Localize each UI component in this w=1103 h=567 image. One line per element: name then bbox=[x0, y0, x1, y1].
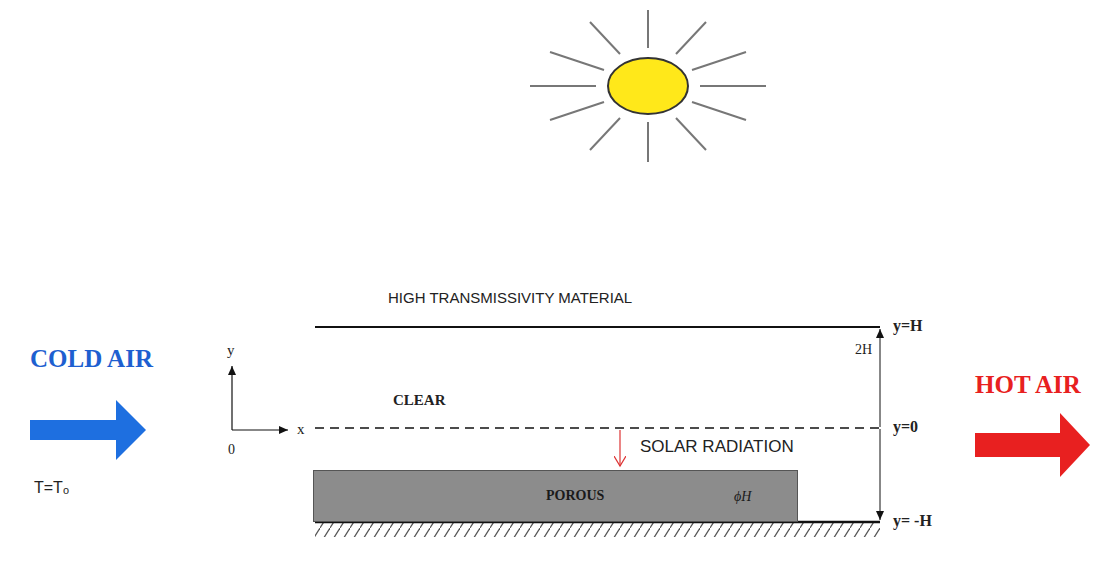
material-label: HIGH TRANSMISSIVITY MATERIAL bbox=[388, 290, 632, 305]
inlet-temperature: T=Tₒ bbox=[34, 480, 69, 496]
center-line bbox=[315, 427, 880, 429]
region-label: CLEAR bbox=[393, 393, 446, 408]
coordinate-label: y= -H bbox=[893, 513, 932, 529]
radiation-arrow bbox=[619, 430, 620, 466]
dimension-line bbox=[880, 329, 881, 427]
radiation-label: SOLAR RADIATION bbox=[640, 438, 794, 455]
axis-label: x bbox=[297, 422, 305, 437]
cold-air-arrow bbox=[30, 400, 146, 460]
origin-label: 0 bbox=[228, 443, 235, 457]
ground-hatching bbox=[315, 523, 880, 537]
hot-air-arrow bbox=[975, 413, 1090, 477]
node-title: POROUS bbox=[546, 489, 604, 503]
dimension-label: 2H bbox=[855, 343, 872, 357]
sun bbox=[530, 10, 766, 162]
outlet-label: HOT AIR bbox=[975, 372, 1081, 397]
dimension-line bbox=[880, 429, 881, 520]
coordinate-label: y=0 bbox=[893, 419, 918, 435]
y-axis bbox=[231, 366, 232, 430]
dimension-label: ϕH bbox=[734, 490, 751, 504]
x-axis bbox=[232, 429, 288, 430]
porous-layer: POROUS ϕH bbox=[313, 470, 798, 522]
axis-label: y bbox=[227, 343, 235, 358]
top-wall bbox=[315, 326, 880, 328]
coordinate-label: y=H bbox=[893, 318, 923, 334]
inlet-label: COLD AIR bbox=[30, 346, 153, 371]
